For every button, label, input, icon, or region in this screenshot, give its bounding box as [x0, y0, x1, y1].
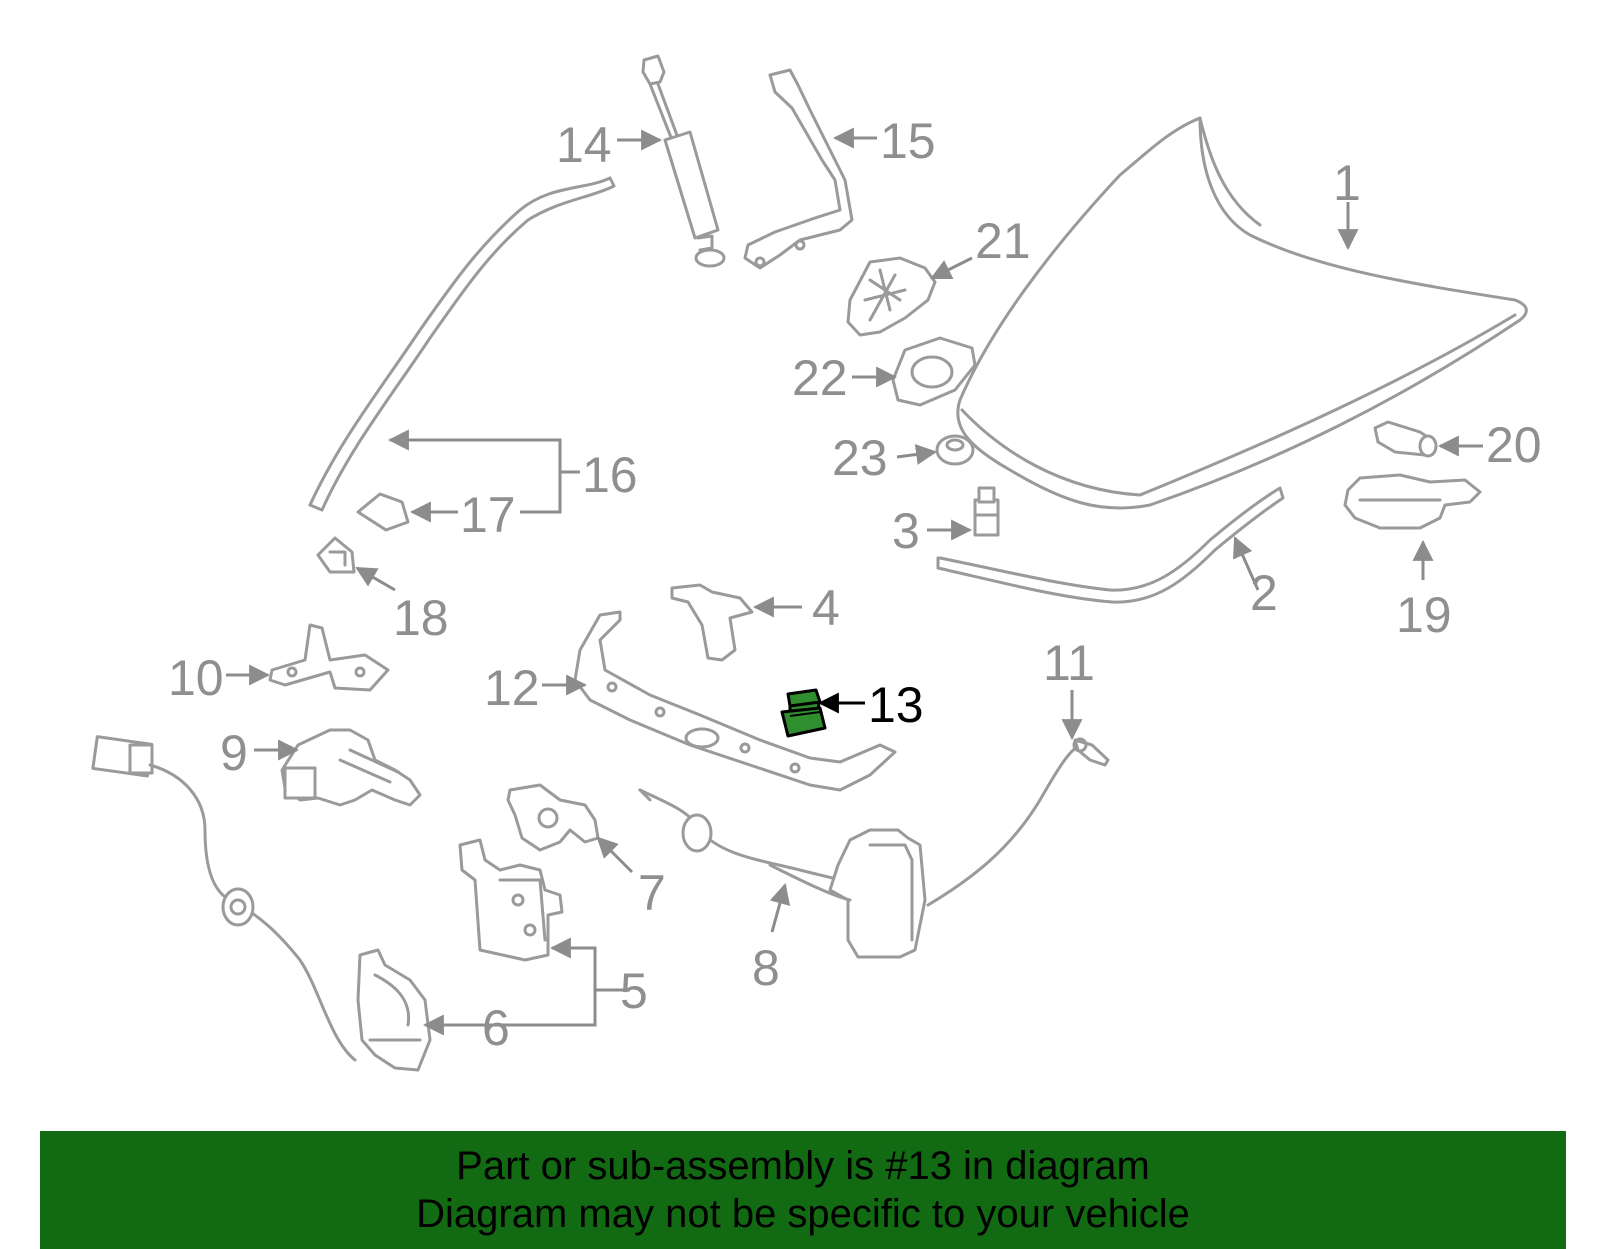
lamp-part — [1373, 420, 1438, 458]
callout-8: 8 — [752, 940, 780, 996]
callout-7: 7 — [638, 865, 666, 921]
callout-17: 17 — [460, 487, 516, 543]
leader-2 — [1233, 536, 1260, 591]
info-banner: Part or sub-assembly is #13 in diagram D… — [40, 1131, 1566, 1249]
clip-17-part — [356, 492, 410, 532]
striker-bracket-part — [268, 623, 390, 692]
actuator-part — [280, 728, 422, 807]
weatherstrip-part — [308, 176, 616, 512]
hood-seal-part — [936, 486, 1285, 604]
hood-hinge-part — [743, 68, 854, 270]
callout-23: 23 — [832, 430, 888, 486]
callout-10: 10 — [168, 650, 224, 706]
banner-line-part: Part or sub-assembly is #13 in diagram — [456, 1144, 1150, 1188]
clip-18-part — [316, 536, 356, 574]
leader-16-upper — [387, 429, 580, 474]
release-handle-part — [638, 788, 927, 959]
grommet-part — [935, 434, 975, 466]
latch-bracket-part — [506, 783, 600, 852]
leader-lines — [226, 127, 1483, 1036]
callout-16: 16 — [582, 447, 638, 503]
release-cable-part — [926, 737, 1110, 907]
leader-6 — [422, 990, 597, 1036]
callout-20: 20 — [1486, 417, 1542, 473]
front-panel-part — [573, 610, 897, 792]
hood-latch-part — [458, 838, 564, 962]
callout-13: 13 — [868, 677, 924, 733]
leader-16-lower — [520, 472, 562, 514]
callout-12: 12 — [484, 660, 540, 716]
callout-labels: 1 2 3 4 5 6 7 8 9 10 11 12 13 14 15 16 1… — [168, 113, 1542, 1056]
bracket-part — [670, 583, 754, 662]
latch-cable-part — [91, 735, 357, 1062]
emblem-part — [846, 256, 937, 337]
callout-19: 19 — [1396, 587, 1452, 643]
hood-strut-part — [641, 54, 726, 268]
latch-lower-part — [356, 948, 432, 1072]
callout-2: 2 — [1250, 565, 1278, 621]
leader-7 — [596, 836, 634, 874]
leader-21 — [930, 256, 973, 280]
latch-cover-part — [1343, 473, 1482, 530]
callout-9: 9 — [220, 725, 248, 781]
callout-18: 18 — [393, 590, 449, 646]
hood-part — [956, 116, 1528, 510]
highlighted-part-13 — [780, 688, 827, 738]
banner-line-disclaimer: Diagram may not be specific to your vehi… — [416, 1192, 1190, 1236]
callout-14: 14 — [556, 117, 612, 173]
leader-5-upper — [549, 937, 630, 992]
hood-bumper-part — [973, 486, 1000, 537]
callout-1: 1 — [1333, 155, 1361, 211]
callout-21: 21 — [975, 213, 1031, 269]
callout-4: 4 — [812, 580, 840, 636]
callout-11: 11 — [1043, 635, 1095, 691]
leader-8 — [769, 882, 791, 933]
callout-6: 6 — [482, 1000, 510, 1056]
callout-22: 22 — [792, 350, 848, 406]
callout-5: 5 — [620, 963, 648, 1019]
leader-18 — [355, 566, 396, 592]
callout-15: 15 — [880, 113, 936, 169]
leader-23 — [896, 444, 938, 465]
callout-3: 3 — [892, 503, 920, 559]
